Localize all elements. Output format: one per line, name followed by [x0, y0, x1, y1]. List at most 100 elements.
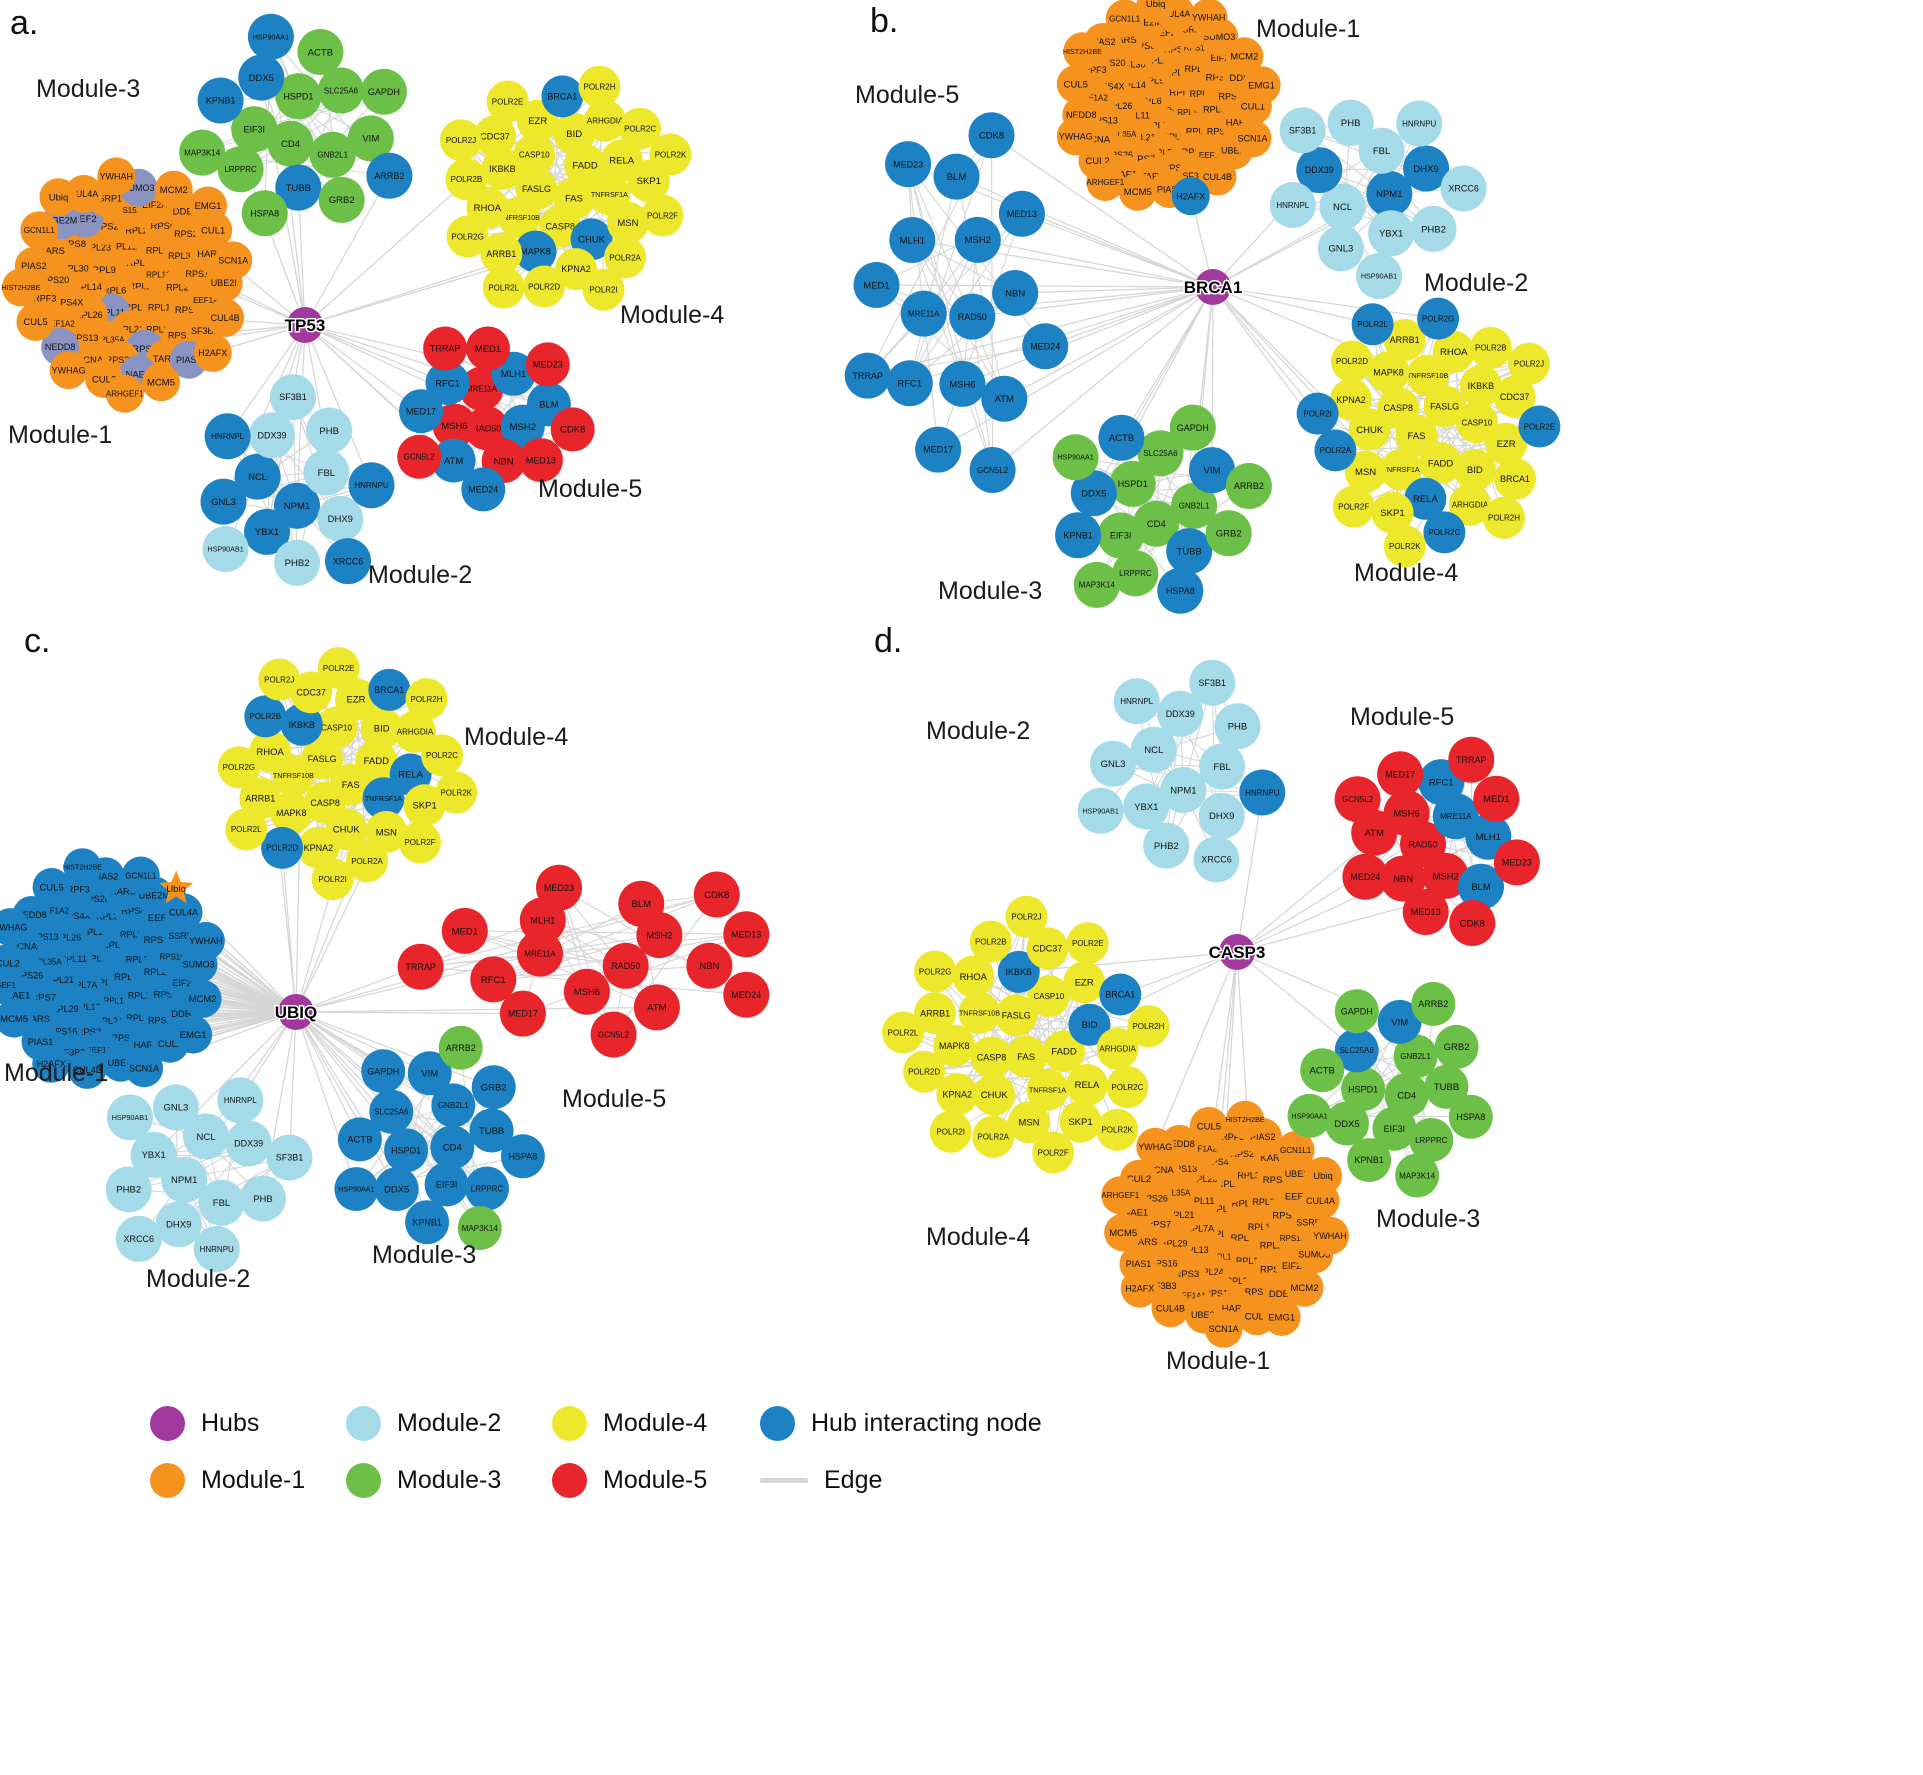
edge: [1211, 286, 1214, 471]
gene-label: KARS: [110, 887, 136, 898]
module-label: Module-5: [538, 475, 642, 503]
gene-label: KPNA2: [304, 843, 334, 853]
gene-node: [1199, 743, 1246, 790]
gene-label: DDB1: [1229, 73, 1254, 84]
gene-label: CUL1: [201, 226, 225, 237]
gene-node: [1334, 776, 1381, 823]
gene-node: [541, 75, 584, 118]
edge: [281, 847, 297, 1013]
gene-node: [1458, 863, 1504, 910]
gene-node: [39, 178, 78, 217]
gene-node: [1409, 1118, 1454, 1162]
gene-label: KPNA2: [943, 1090, 973, 1100]
gene-node: [1056, 117, 1095, 156]
gene-label: HNRNPU: [354, 481, 388, 490]
gene-node: [1239, 769, 1286, 816]
gene-node: [1372, 1106, 1417, 1151]
gene-label: RPL14: [1118, 80, 1146, 90]
gene-label: MAP3K14: [1399, 1171, 1436, 1180]
module-label: Module-1: [4, 1059, 108, 1087]
gene-label: SKP1: [412, 801, 436, 812]
gene-label: CUL1: [1241, 101, 1265, 112]
gene-label: NCL: [196, 1132, 215, 1143]
gene-node: [889, 217, 936, 263]
gene-node: [1317, 225, 1364, 272]
gene-label: MLH1: [530, 916, 555, 927]
gene-label: YWHAH: [1313, 1231, 1347, 1241]
gene-node: [915, 426, 962, 473]
gene-node: [423, 326, 468, 371]
gene-node: [399, 821, 441, 864]
gene-label: RHOA: [960, 972, 988, 983]
panel-label-c: c.: [24, 622, 51, 660]
gene-label: MED17: [923, 445, 953, 455]
edge: [937, 286, 1214, 451]
edge: [1212, 286, 1439, 320]
gene-node: [1112, 550, 1159, 597]
gene-label: CASP10: [321, 723, 352, 732]
gene-label: DDX5: [249, 73, 274, 84]
gene-node: [397, 943, 444, 990]
gene-label: RPS2: [1272, 1210, 1297, 1221]
gene-label: PIAS1: [1157, 184, 1183, 194]
module-label: Module-3: [938, 577, 1042, 605]
gene-node: [1377, 387, 1420, 430]
gene-label: RPL6: [1210, 1204, 1234, 1215]
gene-node: [1314, 429, 1357, 472]
gene-node: [513, 133, 556, 176]
gene-label: DDX39: [257, 431, 286, 441]
gene-label: FASLG: [522, 184, 551, 194]
gene-label: POLR2K: [440, 788, 472, 797]
gene-label: MED13: [731, 929, 761, 939]
edge-color-swatch: [760, 1478, 808, 1483]
gene-label: EZR: [1497, 439, 1516, 450]
gene-node: [225, 1120, 272, 1167]
gene-label: TARS: [153, 354, 178, 365]
gene-label: RPL18: [146, 245, 174, 255]
gene-node: [20, 211, 59, 250]
gene-node: [933, 1024, 976, 1067]
gene-label: GNL3: [1101, 759, 1126, 770]
edge: [1004, 286, 1214, 400]
gene-node: [470, 956, 517, 1003]
gene-node: [369, 1089, 414, 1134]
edge: [1120, 286, 1214, 439]
gene-node: [274, 539, 321, 586]
gene-node: [1204, 1309, 1243, 1348]
gene-node: [1300, 1048, 1345, 1093]
gene-label: UBE2I: [108, 1058, 134, 1068]
gene-label: HARS: [1226, 117, 1252, 128]
gene-label: RPS4X: [61, 911, 91, 921]
gene-label: TNFRSF10B: [273, 771, 314, 780]
gene-label: KPNA2: [1336, 395, 1366, 405]
gene-node: [258, 658, 301, 701]
gene-node: [1171, 177, 1210, 216]
gene-label: MSN: [376, 827, 397, 838]
gene-node: [514, 230, 557, 273]
gene-label: VIM: [1204, 465, 1221, 476]
gene-node: [1269, 182, 1316, 228]
gene-label: EIF2A: [1282, 1261, 1307, 1271]
gene-label: XRCC6: [124, 1234, 155, 1244]
gene-label: POLR2G: [223, 763, 255, 772]
edge: [1154, 951, 1238, 1148]
gene-label: PCNA: [1084, 135, 1111, 146]
gene-label: CASP8: [1383, 403, 1413, 413]
gene-label: RPS20: [1231, 1149, 1260, 1159]
gene-label: TNFRSF1A: [1383, 465, 1420, 474]
gene-label: RPL29: [51, 1004, 79, 1014]
gene-node: [311, 858, 354, 901]
gene-node: [1334, 989, 1379, 1034]
gene-label: RPL24: [96, 1016, 124, 1026]
gene-node: [1356, 253, 1402, 299]
gene-label: DHX9: [166, 1220, 191, 1231]
gene-label: TNFRSF1A: [365, 794, 402, 803]
gene-label: HSP90AA1: [1291, 1111, 1327, 1120]
gene-label: HIST2H2BE: [1, 283, 40, 292]
gene-label: MED24: [1030, 341, 1060, 351]
gene-label: TRRAP: [430, 344, 461, 354]
gene-node: [1494, 458, 1536, 500]
gene-label: RPS23: [174, 229, 203, 239]
gene-node: [1136, 0, 1175, 23]
